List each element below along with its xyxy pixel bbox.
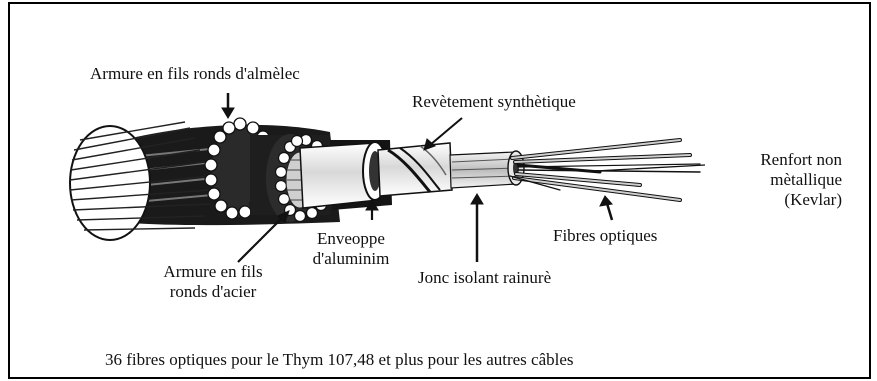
- label-synthetic-coating: Revètement synthètique: [412, 92, 576, 112]
- label-almelec-armour: Armure en fils ronds d'almèlec: [90, 64, 300, 84]
- label-renfort-line1: Renfort non: [702, 150, 842, 170]
- label-optical-fibres: Fibres optiques: [553, 226, 657, 246]
- label-renfort-line2: mètallique: [702, 170, 842, 190]
- synthetic-coating: [378, 143, 452, 196]
- label-renfort-line3: (Kevlar): [702, 190, 842, 210]
- label-envelope-line1: Enveoppe: [296, 229, 406, 249]
- label-envelope-line2: d'aluminim: [296, 249, 406, 269]
- aluminium-envelope: [300, 142, 387, 208]
- label-renfort: Renfort non mètallique (Kevlar): [702, 150, 842, 210]
- figure-caption: 36 fibres optiques pour le Thym 107,48 e…: [105, 350, 574, 370]
- label-grooved-core: Jonc isolant rainurè: [418, 268, 551, 288]
- label-aluminium-envelope: Enveoppe d'aluminim: [296, 229, 406, 269]
- label-steel-armour: Armure en fils ronds d'acier: [138, 262, 288, 302]
- label-steel-line2: ronds d'acier: [138, 282, 288, 302]
- label-steel-line1: Armure en fils: [138, 262, 288, 282]
